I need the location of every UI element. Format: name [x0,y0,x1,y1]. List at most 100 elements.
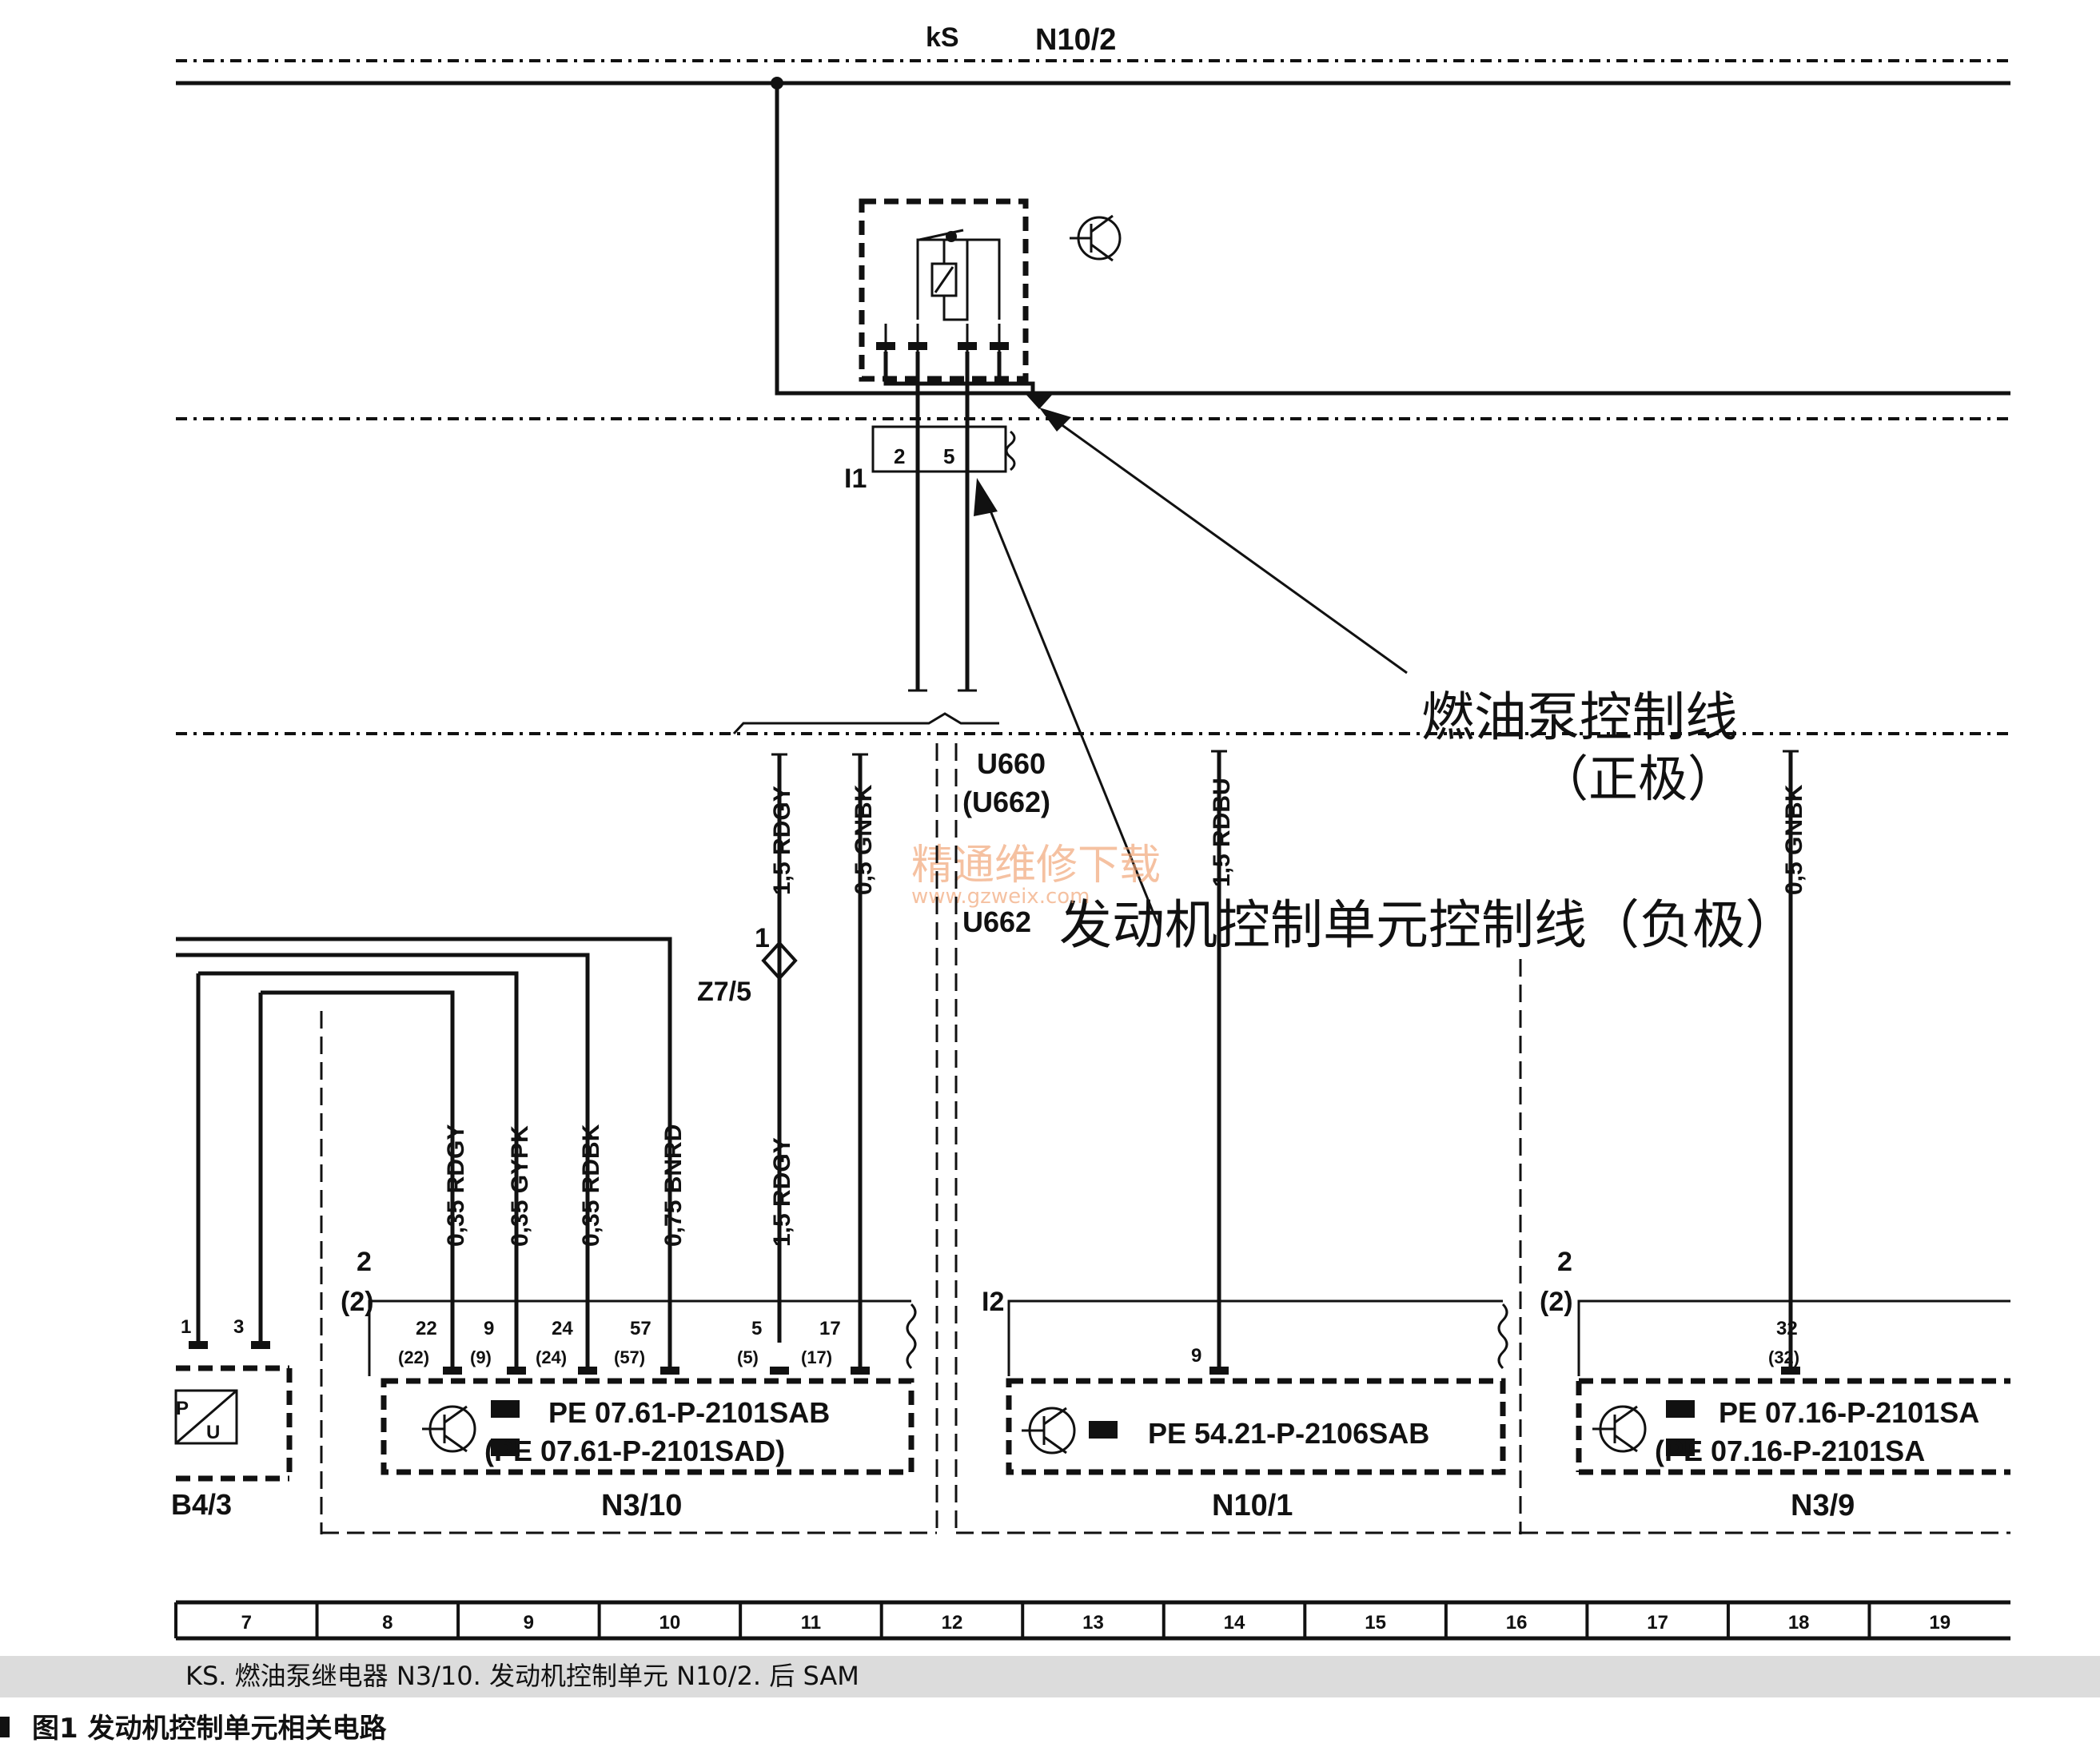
arrowhead-icon [1039,408,1071,432]
module-n3-10: 2 (2) 22 9 24 57 5 17 (22) (9) (24) (57)… [341,1247,917,1522]
b4-3-p-symbol: P [176,1398,189,1419]
arrowhead-icon [974,478,998,516]
relay-ground-wire [883,352,1035,393]
doc-ref-icon [491,1439,520,1456]
ground-arrow-icon [1025,393,1054,409]
wire-label-w6: 0,35 GYPK [507,1125,533,1247]
shield-wiggle-icon [1497,1303,1508,1370]
ruler-cell-label: 15 [1365,1612,1386,1634]
annotation-arrow-fuel [1048,414,1408,675]
wire-label-w4: 0,5 GNBK [1781,784,1807,895]
svg-text:(5): (5) [737,1347,759,1367]
n3-10-pins: 22 9 24 57 5 17 (22) (9) (24) (57) (5) (… [398,1318,841,1367]
n10-1-pin: 9 [1191,1345,1201,1367]
ecu-line-annotation: 发动机控制单元控制线（负极） [1059,894,1798,956]
doc-ref-icon [491,1400,520,1418]
svg-text:5: 5 [751,1318,762,1339]
n3-9-pin-alt: (32) [1768,1347,1799,1367]
watermark-url: www.gzweix.com [911,885,1090,909]
svg-text:(57): (57) [614,1347,645,1367]
svg-text:57: 57 [630,1318,652,1339]
b4-3-label: B4/3 [171,1488,232,1521]
n10-1-label: N10/1 [1212,1489,1293,1522]
svg-text:(9): (9) [470,1347,492,1367]
b4-3-u-symbol: U [206,1422,220,1443]
ruler-cell-label: 17 [1647,1612,1668,1634]
transistor-icon [422,1405,476,1453]
doc-ref-icon [1089,1421,1118,1439]
wire-label-w8: 0,75 BNRD [660,1124,687,1247]
shield-wiggle-icon [906,1303,917,1370]
module-n10-1: I2 9 PE 54.21-P-2106SAB N10/1 [982,1287,1508,1522]
figure-caption: 图1 发动机控制单元相关电路 [32,1713,387,1745]
n3-10-label: N3/10 [601,1489,682,1522]
shield-wiggle-icon [1005,430,1016,472]
relay-coil-wire [997,352,1033,386]
n3-9-connector: 2 [1557,1247,1572,1277]
bus-drop-wire [775,83,2010,396]
wire-rdgy-0-35 [261,990,455,1375]
doc-ref-icon [1666,1400,1695,1418]
legend-strip [0,1656,2100,1697]
ruler-cell-label: 18 [1788,1612,1810,1634]
connector-i1-label: I1 [844,464,867,494]
doc-ref-icon [1666,1439,1695,1456]
relay-switch-icon [916,229,1001,321]
wire-bnrd [176,937,672,1375]
connector-pin-5: 5 [943,444,954,468]
n3-9-doc-ref-1: PE 07.16-P-2101SA [1719,1396,1979,1429]
relay-terminals [876,324,1009,352]
fuel-pump-relay-box [859,198,1029,382]
svg-text:17: 17 [819,1318,841,1339]
fuel-pump-line-annotation: 燃油泵控制线 [1421,686,1738,748]
connector-i1-box [871,425,1007,473]
n10-1-connector: I2 [982,1287,1004,1317]
svg-text:22: 22 [416,1318,437,1339]
ruler-cell-label: 16 [1506,1612,1528,1634]
fuel-pump-line-polarity: （正极） [1539,750,1737,808]
n3-10-doc-ref-2: (PE 07.61-P-2101SAD) [484,1435,785,1467]
n3-10-connector: 2 [357,1247,372,1277]
transistor-icon [1070,214,1122,262]
n3-9-connector-alt: (2) [1540,1287,1573,1317]
ruler-cell-label: 19 [1929,1612,1951,1634]
bracket-line [732,712,999,735]
n3-10-doc-ref-1: PE 07.61-P-2101SAB [548,1396,830,1429]
caption-marker [0,1717,10,1737]
watermark-text: 精通维修下载 [911,842,1161,889]
ruler-cell-label: 8 [382,1612,393,1634]
transistor-icon [1022,1407,1076,1455]
module-n3-9: 2 (2) 32 (32) PE 07.16-P-2101SA (PE 07.1… [1540,1247,2010,1522]
legend-text: KS. 燃油泵继电器 N3/10. 发动机控制单元 N10/2. 后 SAM [185,1661,859,1691]
wire-label-w9: 1,5 RDGY [769,1137,795,1247]
svg-text:(22): (22) [398,1347,429,1367]
ruler-cell-label: 12 [942,1612,963,1634]
ruler-cell-label: 13 [1082,1612,1104,1634]
wire-rdbk [176,953,590,1375]
splice-number: 1 [755,923,770,953]
splice-diamond-icon [761,941,798,981]
ks-label: kS [926,22,959,53]
n10-2-label: N10/2 [1035,23,1116,57]
wire-label-w3: 1,5 RDBU [1209,778,1235,887]
module-b4-3: 1 3 P U B4/3 [171,1316,293,1521]
n10-1-doc-ref: PE 54.21-P-2106SAB [1148,1417,1429,1450]
wire-gypk [198,971,519,1375]
svg-text:(24): (24) [536,1347,567,1367]
u-code-u660: U660 [977,747,1046,780]
b4-3-pin-3: 3 [233,1316,244,1338]
ruler-cell-label: 11 [801,1612,821,1634]
connector-pin-2: 2 [894,444,905,468]
transistor-icon [1592,1405,1647,1453]
wire-label-w1: 1,5 RDGY [769,786,795,895]
ruler-cell-label: 14 [1224,1612,1245,1634]
wire-label-w7: 0,35 RDBK [578,1124,604,1247]
svg-text:24: 24 [552,1318,573,1339]
wire-label-w5: 0,35 RDGY [443,1124,469,1247]
annotation-arrow-ecu [980,488,1161,928]
svg-text:9: 9 [484,1318,494,1339]
n3-9-doc-ref-2: (PE 07.16-P-2101SA [1655,1435,1925,1467]
n3-9-label: N3/9 [1791,1489,1855,1522]
